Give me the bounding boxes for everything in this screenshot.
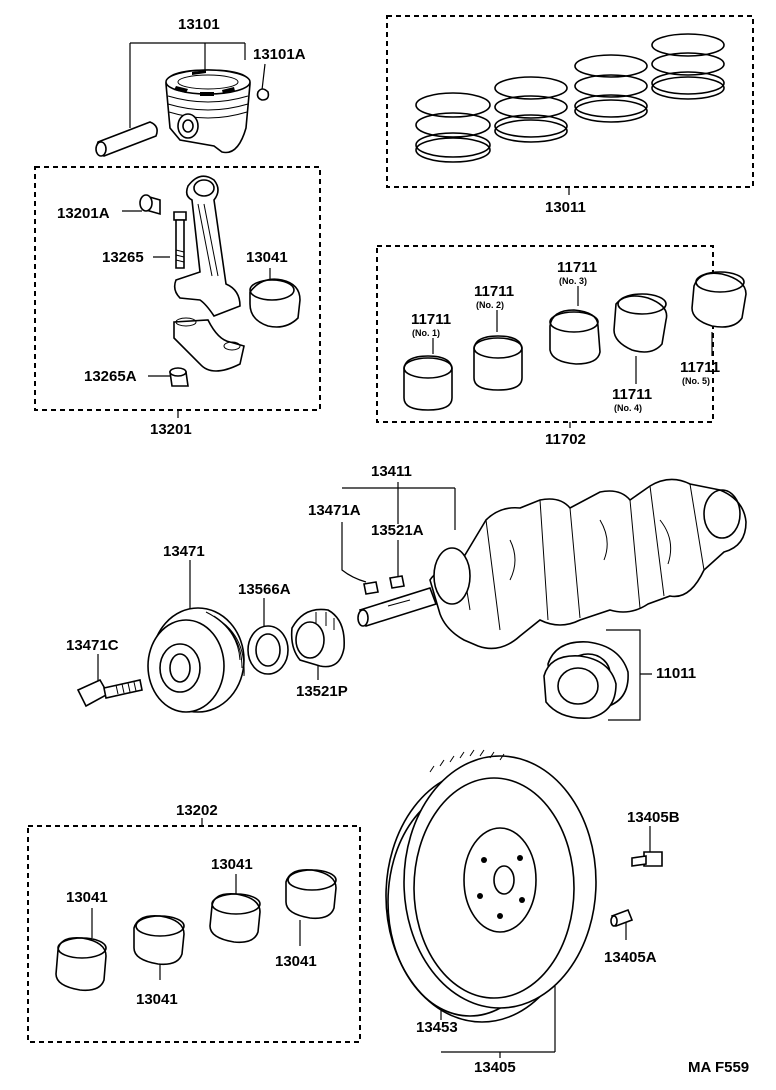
label-bearing-4: 13041 [275, 953, 317, 970]
piston-rings-group: 13011 [386, 15, 754, 216]
label-crankshaft: 13411 [371, 463, 412, 480]
bearing-4 [285, 868, 337, 920]
label-bearing-no4-sub: (No. 4) [614, 403, 642, 413]
pulley-bolt [76, 678, 143, 708]
label-piston-clip: 13101A [253, 46, 306, 63]
label-rings: 13011 [545, 199, 586, 216]
flywheel-bolt [631, 851, 663, 867]
label-flywheel-bolt: 13405B [627, 809, 680, 826]
label-bearing-no1: 11711 [411, 311, 451, 328]
key-a [363, 581, 379, 595]
key-b [389, 575, 405, 589]
label-bearing-set: 13202 [176, 802, 218, 819]
label-bearing-no2-sub: (No. 2) [476, 300, 504, 310]
ring-set-2 [494, 76, 568, 143]
rod-bolt [173, 211, 187, 269]
label-bearing-2: 13041 [136, 991, 178, 1008]
label-bearing-no3: 11711 [557, 259, 597, 276]
label-piston-assy: 13101 [178, 16, 220, 33]
thrust-washer [543, 641, 629, 719]
piston-clip [256, 88, 270, 101]
label-bearing-no5-sub: (No. 5) [682, 376, 710, 386]
label-thrust-washer: 11011 [656, 665, 696, 682]
label-bearing-no1-sub: (No. 1) [412, 328, 440, 338]
label-bearing-1: 13041 [66, 889, 108, 906]
label-figure-code: MA F559 [688, 1059, 749, 1076]
piston-group: 13101 13101A [95, 16, 306, 157]
label-spacer: 13566A [238, 581, 291, 598]
piston-pin [95, 121, 158, 157]
ring-set-3 [574, 54, 648, 123]
label-key-b: 13521A [371, 522, 424, 539]
label-pulley-bolt: 13471C [66, 637, 119, 654]
main-bearing-1 [403, 355, 453, 411]
label-bearing-3: 13041 [211, 856, 253, 873]
crank-spacer [247, 625, 289, 675]
piston [165, 69, 251, 154]
crankshaft-group: 13411 13471A 13521A [308, 463, 747, 650]
flywheel-pin [610, 908, 634, 928]
bearing-1 [55, 936, 107, 992]
label-bearing-no5: 11711 [680, 359, 720, 376]
label-sprocket: 13521P [296, 683, 348, 700]
label-bearing-no3-sub: (No. 3) [559, 276, 587, 286]
connecting-rod [173, 175, 241, 317]
rod-bearing [249, 278, 301, 328]
pin-bushing [139, 194, 161, 216]
label-bearing-no2: 11711 [474, 283, 514, 300]
label-pin-bushing: 13201A [57, 205, 110, 222]
label-rod-assy: 13201 [150, 421, 192, 438]
flywheel [385, 749, 597, 1023]
crank-pulley [147, 607, 245, 713]
main-bearings-group: 11702 11711 (No. 1) 11711 (No. 2) 11711 … [376, 245, 747, 448]
label-flywheel-pin: 13405A [604, 949, 657, 966]
label-pulley: 13471 [163, 543, 205, 560]
crank-sprocket [290, 608, 345, 668]
ring-set-4 [651, 33, 725, 100]
ring-set-1 [415, 92, 491, 163]
pulley-group: 13471 13566A 13471C 13521P [66, 543, 348, 713]
label-rod-bearing: 13041 [246, 249, 288, 266]
connecting-rod-group: 13201A 13265 13041 13265A 13201 [34, 166, 321, 438]
main-bearing-4 [613, 293, 668, 353]
rod-nut [169, 367, 189, 387]
main-bearing-2 [473, 335, 523, 391]
bearing-2 [133, 914, 185, 966]
label-key-a: 13471A [308, 502, 361, 519]
label-bearing-no4: 11711 [612, 386, 652, 403]
label-rod-bolt: 13265 [102, 249, 144, 266]
bearing-set-group: 13202 13041 13041 13041 13041 [27, 802, 361, 1043]
rod-cap [173, 317, 245, 372]
label-main-bearing-set: 11702 [545, 431, 586, 448]
label-flywheel: 13405 [474, 1059, 516, 1076]
bearing-3 [209, 892, 261, 944]
flywheel-group: 13453 13405 13405B 13405A MA F559 [385, 749, 749, 1076]
label-rod-nut: 13265A [84, 368, 137, 385]
thrust-washer-group: 11011 [543, 629, 696, 721]
main-bearing-3 [549, 309, 601, 365]
crankshaft [357, 478, 747, 650]
label-ring-gear: 13453 [416, 1019, 458, 1036]
main-bearing-5 [691, 271, 747, 328]
